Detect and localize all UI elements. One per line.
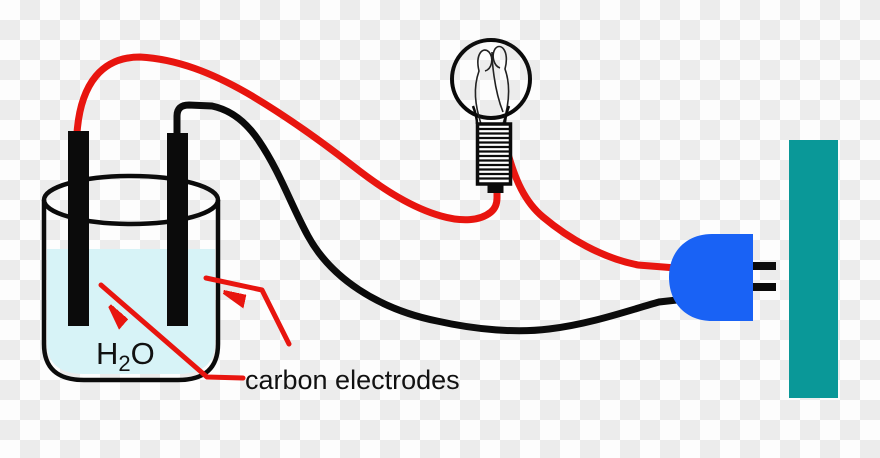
carbon-electrodes-label: carbon electrodes — [245, 365, 460, 395]
h2o-suffix: O — [131, 336, 155, 371]
bulb-glass — [450, 38, 532, 120]
plug-prong-bottom — [753, 283, 776, 291]
bulb-base-threads — [479, 127, 509, 180]
bulb-base-contact — [487, 183, 504, 193]
beaker-outline — [41, 200, 221, 383]
black-wire-electrode-to-plug — [173, 101, 681, 335]
wall-outlet — [789, 140, 838, 398]
plug-prong-top — [753, 262, 776, 270]
carbon-electrode-right — [167, 133, 188, 326]
h2o-label: H2O — [96, 336, 155, 376]
red-wire-electrode-to-bulb — [73, 53, 501, 224]
bulb-filament — [474, 45, 510, 125]
h2o-subscript: 2 — [118, 351, 130, 376]
power-plug-icon — [669, 234, 753, 321]
carbon-electrode-left — [68, 131, 89, 326]
light-bulb-icon — [450, 38, 532, 193]
h2o-prefix: H — [96, 336, 118, 371]
callout-arrow-right-electrode — [203, 275, 292, 347]
red-wire-bulb-to-plug — [503, 146, 680, 272]
callout-arrow-left-electrode — [98, 282, 246, 381]
beaker-rim-ellipse — [41, 173, 221, 227]
